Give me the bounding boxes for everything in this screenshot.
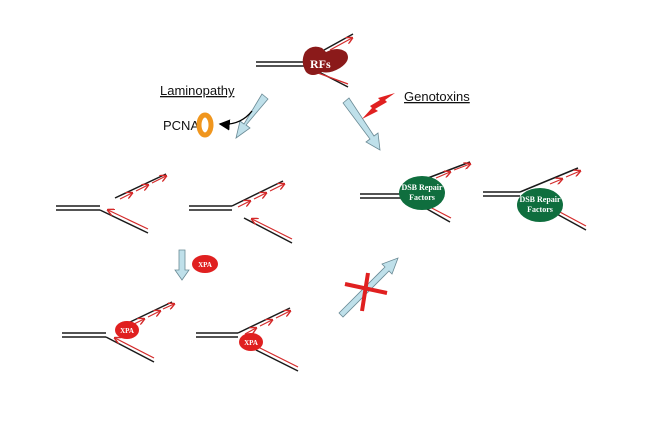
arrow-to-laminopathy-forks	[235, 93, 269, 139]
lightning-bolt-icon	[362, 93, 395, 119]
fork-xpa-right: XPA	[196, 307, 299, 372]
genotoxins-label: Genotoxins	[404, 89, 470, 104]
fork-mid-right	[189, 180, 293, 244]
svg-text:DSB Repair: DSB Repair	[401, 183, 443, 192]
svg-text:Factors: Factors	[409, 193, 435, 202]
rfs-label: RFs	[310, 57, 331, 71]
top-replication-fork: RFs	[256, 33, 353, 88]
xpa-protein-fork-left	[115, 321, 139, 339]
fork-xpa-left: XPA	[62, 301, 174, 363]
svg-text:DSB Repair: DSB Repair	[519, 195, 561, 204]
laminopathy-label: Laminopathy	[160, 83, 235, 98]
arrow-to-genotoxin-forks	[342, 97, 381, 151]
pcna-ring-icon	[196, 112, 214, 138]
rfs-protein	[302, 46, 348, 75]
dsb-repair-factors-left	[399, 176, 445, 210]
pcna-label: PCNA	[163, 118, 199, 133]
svg-text:Factors: Factors	[527, 205, 553, 214]
fork-dsb-left: DSB Repair Factors	[360, 161, 470, 223]
fork-mid-left	[56, 173, 166, 234]
dsb-repair-factors-right	[517, 188, 563, 222]
down-arrow	[174, 249, 190, 281]
cross-mark-icon	[360, 272, 370, 312]
sequestration-arrow	[218, 110, 253, 131]
xpa-protein-free	[192, 255, 218, 273]
svg-text:XPA: XPA	[244, 339, 258, 347]
fork-dsb-right: DSB Repair Factors	[483, 167, 587, 231]
blocked-arrow	[338, 257, 399, 318]
xpa-protein-fork-right	[239, 333, 263, 351]
svg-text:XPA: XPA	[198, 261, 212, 269]
svg-text:XPA: XPA	[120, 327, 134, 335]
